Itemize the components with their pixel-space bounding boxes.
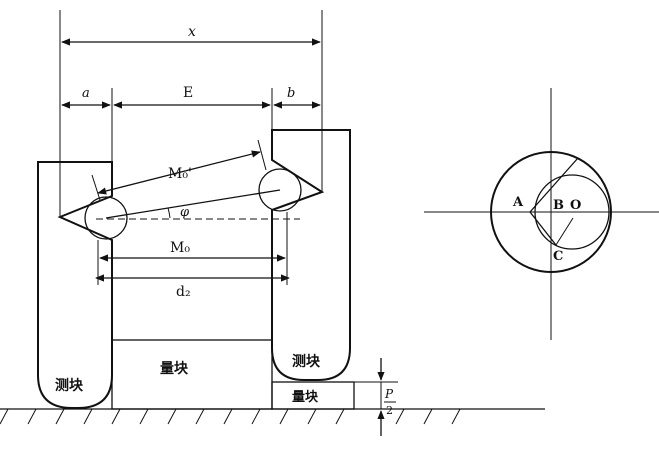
dimension-d2: d₂ xyxy=(95,274,290,300)
center-gauge-block-label: 量块 xyxy=(160,361,189,377)
left-measuring-block-label: 测块 xyxy=(55,377,84,394)
left-measuring-block: 测块 xyxy=(37,161,113,409)
d2-label: d₂ xyxy=(176,284,191,300)
detail-radius-oc xyxy=(555,217,574,246)
point-b-label: B xyxy=(553,198,564,213)
left-wire xyxy=(84,196,128,240)
detail-ball-circle xyxy=(534,174,610,250)
point-c-label: C xyxy=(553,249,563,264)
right-gauge-block: 量块 xyxy=(271,381,355,410)
detail-outer-circle xyxy=(490,151,612,273)
b-label: b xyxy=(287,86,295,101)
two-label: 2 xyxy=(386,404,393,417)
phi-label: φ xyxy=(180,205,190,220)
right-measuring-block-label: 测块 xyxy=(292,353,321,370)
center-lines: φ xyxy=(96,189,300,220)
detail-view: A B O C xyxy=(424,88,659,340)
p-over-2-dimension: P 2 xyxy=(354,358,398,436)
base-surface xyxy=(0,408,545,425)
dimension-b: b xyxy=(273,86,321,109)
dimension-e: E xyxy=(113,85,271,109)
dimension-x: x xyxy=(61,24,321,46)
dimension-m0: M₀ xyxy=(99,240,286,262)
e-label: E xyxy=(183,85,193,101)
right-gauge-block-label: 量块 xyxy=(292,389,319,405)
dimension-a: a xyxy=(61,86,111,109)
dimension-m0-prime: M₀' xyxy=(91,139,267,201)
right-measuring-block: 测块 xyxy=(271,129,351,381)
p-label: P xyxy=(384,387,394,401)
point-a-label: A xyxy=(512,195,524,210)
m0-label: M₀ xyxy=(170,240,190,256)
m0-prime-label: M₀' xyxy=(168,166,192,182)
center-gauge-block: 量块 xyxy=(111,339,273,410)
point-o-label: O xyxy=(570,198,581,213)
detail-groove-lower xyxy=(529,211,557,246)
x-label: x xyxy=(188,24,196,40)
detail-groove-upper xyxy=(529,157,579,213)
a-label: a xyxy=(82,86,90,101)
extension-lines xyxy=(59,10,323,285)
